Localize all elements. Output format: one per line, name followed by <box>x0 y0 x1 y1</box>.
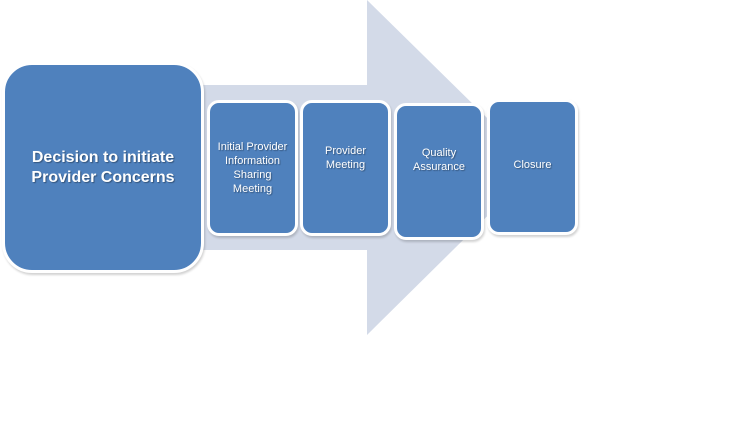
step-label-provider-meeting: Provider Meeting <box>325 145 366 171</box>
step-label-quality-assurance: Quality Assurance <box>413 146 465 173</box>
step-label-initial-meeting: Initial Provider Information Sharing Mee… <box>217 141 288 195</box>
start-decision-box: Decision to initiate Provider Concerns <box>2 62 204 273</box>
step-box-closure: Closure <box>487 99 578 235</box>
step-box-initial-meeting: Initial Provider Information Sharing Mee… <box>207 100 298 236</box>
step-label-closure: Closure <box>513 159 552 171</box>
step-box-provider-meeting: Provider Meeting <box>300 100 391 236</box>
start-decision-label: Decision to initiate Provider Concerns <box>31 148 175 186</box>
step-box-quality-assurance: Quality Assurance <box>394 103 484 240</box>
